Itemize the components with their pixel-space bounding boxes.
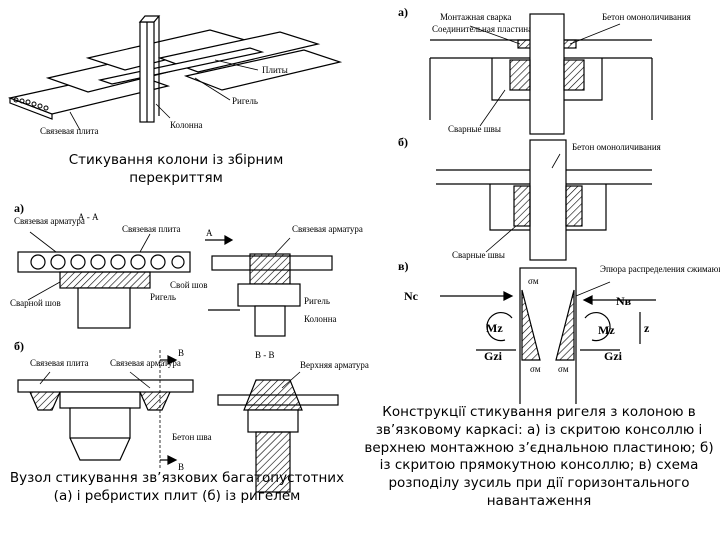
label-connect-plate: Соединительная пластина [432, 24, 532, 34]
label-tie-slab-b: Связевая плита [30, 358, 89, 368]
label-mz-right: Mz [598, 323, 615, 337]
section-a-right [205, 234, 333, 337]
label-beam-a: Ригель [150, 292, 176, 302]
label-z: z [644, 321, 650, 335]
label-column: Колонна [170, 120, 203, 130]
label-tie-slab-a: Связевая плита [122, 224, 181, 234]
label-gzii: Gzi [604, 349, 623, 363]
column-slab-isometric [7, 15, 343, 131]
label-section-aa: А - А [78, 212, 99, 222]
connection-a [429, 13, 653, 135]
label-weld-seam-2: Свой шов [170, 280, 207, 290]
label-beam-2: Ригель [304, 296, 330, 306]
label-concrete-seam: Бетон шва [172, 432, 212, 442]
label-gzi: Gzi [484, 349, 503, 363]
label-stress-diagram: Эпюра распределения сжимающих напряжений… [600, 264, 720, 274]
label-mount-weld: Монтажная сварка [440, 12, 511, 22]
label-plates: Плиты [262, 65, 288, 75]
label-column-a: Колонна [304, 314, 337, 324]
caption-column-joint: Стикування колони із збірним перекриттям [68, 152, 284, 186]
label-tie-rebar-2: Связевая арматура [292, 224, 363, 234]
label-sigma-top: σм [528, 276, 539, 286]
marker-c-right: в) [398, 259, 408, 273]
arrow-b-bottom: В [178, 462, 184, 472]
marker-b-left: б) [14, 339, 24, 353]
label-nb: Nв [616, 294, 632, 308]
connection-c-forces [440, 267, 656, 500]
label-weld-seams-2: Сварные швы [452, 250, 505, 260]
arrow-b-top: В [178, 348, 184, 358]
label-mz-left: Mz [486, 321, 503, 335]
marker-a-left: а) [14, 201, 24, 215]
arrow-a-label: А [206, 228, 213, 238]
caption-beam-column: Конструкції стикування ригеля з колоною … [360, 404, 718, 511]
marker-a-right: а) [398, 5, 408, 19]
label-concrete-fill-2: Бетон омоноличивания [572, 142, 661, 152]
label-weld-seams: Сварные швы [448, 124, 501, 134]
label-tie-rebar-b: Связевая арматура [110, 358, 181, 368]
ribbed-slab-section [17, 350, 194, 470]
caption-slab-joint: Вузол стикування зв’язкових багатопустот… [9, 470, 345, 504]
label-tie-slab: Связевая плита [40, 126, 99, 136]
label-section-bb: В - В [255, 350, 275, 360]
hollow-core-section [17, 231, 191, 329]
label-concrete-fill: Бетон омоноличивания [602, 12, 691, 22]
label-top-rebar: Верхняя арматура [300, 360, 369, 370]
label-tie-rebar: Связевая арматура [14, 216, 85, 226]
label-beam: Ригель [232, 96, 258, 106]
connection-b [436, 139, 652, 261]
label-nc: Nc [404, 289, 419, 303]
label-sigma-right: σм [558, 364, 569, 374]
hollow-cores [13, 97, 49, 111]
marker-b-right: б) [398, 135, 408, 149]
label-sigma-left: σм [530, 364, 541, 374]
section-bb [217, 371, 339, 493]
label-weld-seam: Сварной шов [10, 298, 61, 308]
